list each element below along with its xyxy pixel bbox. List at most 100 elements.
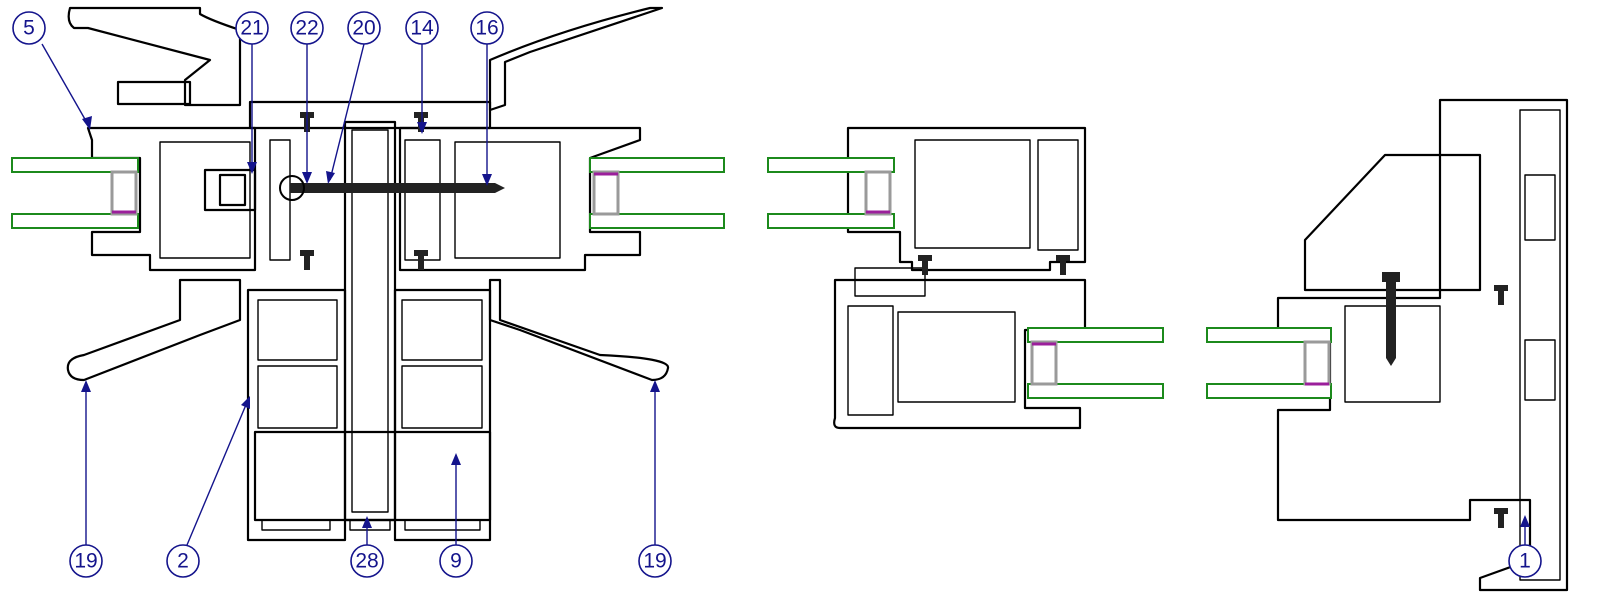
- middle-clip-1: [918, 255, 932, 275]
- arrow-9: [451, 453, 461, 465]
- callout-22-label: 22: [295, 17, 318, 40]
- callout-1: 1: [1508, 544, 1542, 578]
- callout-14-label: 14: [410, 17, 434, 40]
- clip-screw-3: [300, 250, 314, 270]
- arrow-28: [362, 516, 372, 528]
- right-sash-inner-chamber: [454, 141, 561, 259]
- handle-bottom-right: [488, 278, 670, 382]
- arrow-19-left: [81, 380, 91, 392]
- right-sash-inner-wall: [404, 139, 441, 261]
- middle-glass-upper-outer: [767, 157, 895, 173]
- callout-16: 16: [470, 11, 504, 45]
- coupling-chamber-l2: [257, 365, 338, 429]
- right-glass-outer: [1206, 327, 1332, 343]
- coupling-top: [248, 100, 492, 130]
- leader-5: [41, 43, 91, 129]
- spacer-left: [110, 170, 138, 216]
- coupling-bottom-slots: [261, 519, 481, 531]
- callout-28-label: 28: [355, 550, 378, 573]
- callout-5: 5: [12, 11, 46, 45]
- espagnolette-connector: [203, 168, 257, 212]
- middle-sash-upper-chamber2: [1037, 139, 1079, 251]
- leader-2: [186, 399, 249, 546]
- middle-frame-rib: [854, 267, 926, 297]
- middle-sash-upper-chamber1: [914, 139, 1031, 249]
- coupling-mullion-right: [393, 288, 492, 542]
- arrow-20: [326, 171, 335, 184]
- frame-screw: [1386, 278, 1396, 358]
- right-spacer: [1303, 340, 1331, 386]
- callout-9: 9: [439, 544, 473, 578]
- glass-pane-right-outer: [589, 157, 725, 173]
- callout-14: 14: [405, 11, 439, 45]
- left-coupled-assembly: [11, 6, 725, 542]
- callout-leaders: [41, 43, 1530, 546]
- leader-20: [329, 43, 365, 181]
- screw-tip: [495, 183, 505, 193]
- central-reinforcement: [343, 120, 397, 522]
- callout-19-left-label: 19: [74, 550, 97, 573]
- callout-20-label: 20: [352, 17, 375, 40]
- callout-2: 2: [166, 544, 200, 578]
- central-reinforcement-inner: [351, 129, 389, 513]
- left-sash-inner-wall: [269, 139, 291, 261]
- callout-21-label: 21: [240, 17, 263, 40]
- right-frame-outer: [1276, 98, 1569, 592]
- arrow-19-right: [650, 380, 660, 392]
- middle-glass-upper-inner: [767, 213, 895, 229]
- coupling-mullion-left: [246, 288, 347, 542]
- handle-top-left: [67, 6, 242, 107]
- middle-spacer-upper: [864, 170, 892, 216]
- handle-bottom-left: [66, 278, 242, 382]
- coupling-chamber-l1: [257, 299, 338, 361]
- callout-1-label: 1: [1519, 550, 1531, 573]
- callout-21: 21: [235, 11, 269, 45]
- callout-16-label: 16: [475, 17, 498, 40]
- arrow-5: [82, 116, 92, 130]
- callout-5-label: 5: [23, 17, 35, 40]
- arrow-2: [241, 396, 250, 409]
- screw-washer: [279, 175, 305, 201]
- clip-screw-4: [414, 250, 428, 270]
- frame-screw-head: [1382, 272, 1400, 282]
- frame-clip-top: [1494, 285, 1508, 305]
- callout-19-right-label: 19: [643, 550, 666, 573]
- glass-pane-left-inner: [11, 213, 139, 229]
- right-frame-reinforcement: [1303, 153, 1482, 292]
- middle-spacer-lower: [1030, 340, 1058, 386]
- spacer-right: [592, 170, 620, 216]
- long-screw: [290, 183, 495, 193]
- frame-screw-tip: [1386, 358, 1396, 366]
- callout-19-right: 19: [638, 544, 672, 578]
- middle-frame-chamber2: [897, 311, 1016, 403]
- middle-assembly: [767, 126, 1164, 430]
- coupling-chamber-r1: [401, 299, 483, 361]
- callout-20: 20: [347, 11, 381, 45]
- callout-22: 22: [290, 11, 324, 45]
- middle-glass-lower-inner: [1027, 383, 1164, 399]
- middle-sash-upper: [846, 126, 1087, 272]
- handle-knob-left: [116, 80, 192, 106]
- middle-glass-lower-outer: [1027, 327, 1164, 343]
- glass-pane-right-inner: [589, 213, 725, 229]
- arrow-21: [247, 162, 257, 174]
- arrow-16: [482, 174, 492, 186]
- arrow-14: [417, 122, 427, 134]
- coupling-chamber-r2: [401, 365, 483, 429]
- coupling-bottom-plate: [253, 430, 492, 522]
- middle-frame-chamber1: [847, 305, 894, 416]
- callout-19-left: 19: [69, 544, 103, 578]
- middle-clip-2: [1056, 255, 1070, 275]
- right-frame-chamber: [1344, 305, 1441, 403]
- callout-28: 28: [350, 544, 384, 578]
- callout-2-label: 2: [177, 550, 189, 573]
- left-sash-body: [86, 126, 257, 272]
- glass-pane-left-outer: [11, 157, 139, 173]
- handle-top-right: [488, 6, 664, 112]
- arrow-22: [302, 172, 312, 184]
- arrow-1: [1520, 515, 1530, 527]
- right-frame-assembly: [1206, 98, 1569, 592]
- callout-9-label: 9: [450, 550, 462, 573]
- right-frame-edge-chambers: [1519, 109, 1561, 581]
